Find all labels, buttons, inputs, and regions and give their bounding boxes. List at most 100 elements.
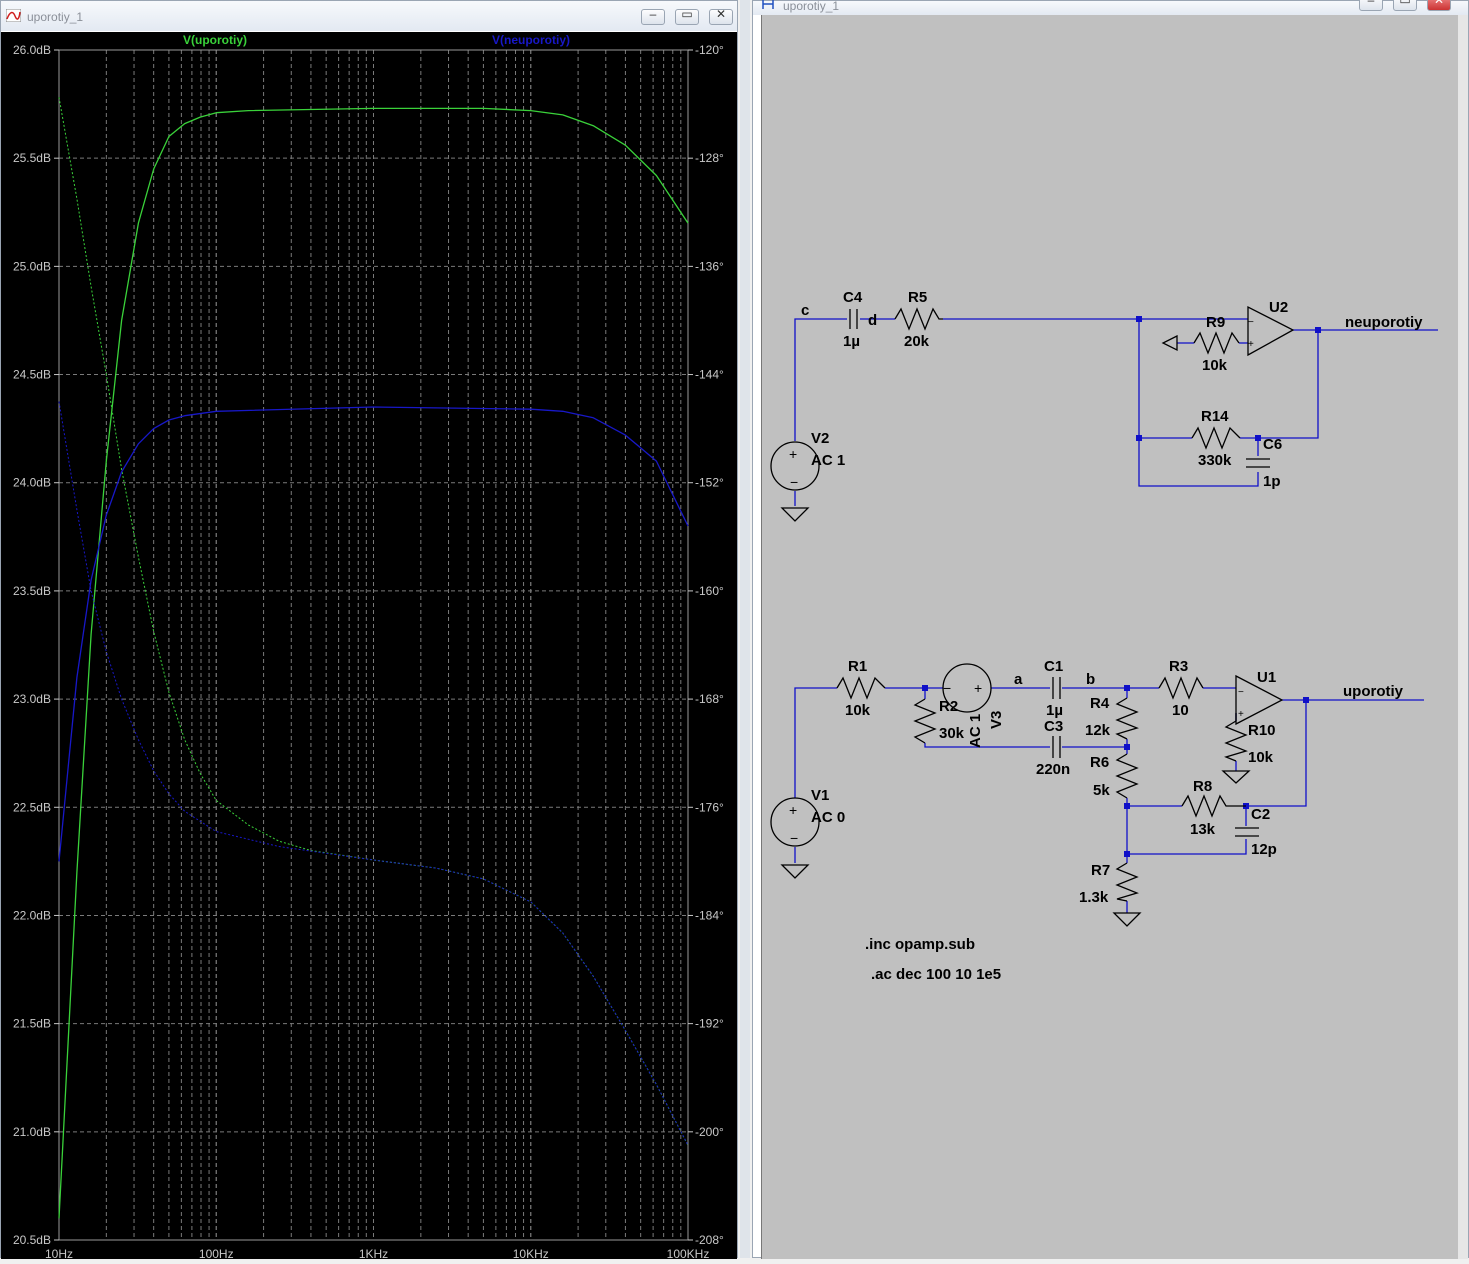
y-left-tick-label: 24.0dB [13,476,51,490]
y-right-tick-label: -192° [695,1017,724,1031]
x-tick-label: 100Hz [199,1247,234,1259]
y-right-tick-label: -160° [695,584,724,598]
maximize-icon: ▭ [681,7,693,21]
trace-magnitude-0[interactable] [58,107,689,1219]
v2-label: V2 [811,430,829,447]
u1-label: U1 [1257,669,1276,686]
v2-value: AC 1 [811,452,845,469]
r8-label: R8 [1193,778,1212,795]
svg-text:+: + [789,446,797,462]
c6-label: C6 [1263,436,1282,453]
svg-text:+: + [974,680,982,696]
spice-directive-ac[interactable]: .ac dec 100 10 1e5 [871,966,1001,983]
r1-value: 10k [845,702,871,719]
r7-value: 1.3k [1079,889,1109,906]
c1-value: 1µ [1046,702,1063,719]
r14-value: 330k [1198,452,1232,469]
x-tick-label: 10Hz [45,1247,73,1259]
legend-neuporotiy[interactable]: V(neuporotiy) [492,33,570,47]
node-c-label: c [801,302,809,319]
node-b-label: b [1086,671,1095,688]
svg-text:+: + [789,802,797,818]
schematic-window[interactable]: uporotiy_1 – ▭ ✕ [752,0,1469,1259]
y-right-tick-label: -176° [695,800,724,814]
close-icon: ✕ [715,7,727,21]
y-right-tick-label: -152° [695,476,724,490]
r4-label: R4 [1090,695,1110,712]
spice-directive-include[interactable]: .inc opamp.sub [865,936,975,953]
y-left-tick-label: 25.0dB [13,259,51,273]
schematic-maximize-button[interactable]: ▭ [1393,0,1417,11]
r10-value: 10k [1248,749,1274,766]
y-right-tick-label: -184° [695,908,724,922]
svg-text:−: − [1248,317,1254,328]
grid [58,49,689,1241]
r5-label: R5 [908,289,927,306]
svg-text:−: − [790,830,798,846]
neuporotiy-net-label: neuporotiy [1345,314,1423,331]
svg-text:−: − [943,680,951,696]
u2-label: U2 [1269,299,1288,316]
c2-value: 12p [1251,841,1277,858]
minimize-icon: – [649,7,657,21]
maximize-button[interactable]: ▭ [675,7,699,25]
c1-label: C1 [1044,658,1063,675]
r1-label: R1 [848,658,867,675]
x-tick-label: 1KHz [359,1247,388,1259]
traces [58,97,689,1219]
mdi-separator [740,0,750,1258]
bode-plot[interactable]: 26.0dB25.5dB25.0dB24.5dB24.0dB23.5dB23.0… [1,32,737,1261]
schematic-canvas[interactable]: + − + − − + − + − + c C4 1µ d R5 20k R9 10k U… [761,15,1459,1259]
v3-label: V3 [988,711,1005,729]
r10-label: R10 [1248,722,1276,739]
r9-value: 10k [1202,357,1228,374]
y-left-tick-label: 23.5dB [13,584,51,598]
trace-phase-0[interactable] [58,97,689,1146]
r8-value: 13k [1190,821,1216,838]
trace-phase-1[interactable] [58,401,689,1146]
r2-value: 30k [939,725,965,742]
r6-label: R6 [1090,754,1109,771]
component-labels: c C4 1µ d R5 20k R9 10k U2 neuporotiy R1… [801,289,1423,983]
svg-text:+: + [1238,709,1244,720]
minimize-button[interactable]: – [641,7,665,25]
schematic-scrollbar[interactable] [1458,15,1468,1259]
c4-value: 1µ [843,333,860,350]
schematic-drawing[interactable]: + − + − − + − + − + c C4 1µ d R5 20k R9 10k U… [762,15,1458,1259]
schematic-close-button[interactable]: ✕ [1427,0,1451,11]
x-tick-label: 10KHz [513,1247,549,1259]
uporotiy-net-label: uporotiy [1343,683,1404,700]
c2-label: C2 [1251,806,1270,823]
y-right-tick-label: -120° [695,43,724,57]
close-button[interactable]: ✕ [709,7,733,25]
r7-label: R7 [1091,862,1110,879]
y-left-tick-label: 22.5dB [13,800,51,814]
y-right-tick-label: -200° [695,1125,724,1139]
r9-label: R9 [1206,314,1225,331]
axes: 26.0dB25.5dB25.0dB24.5dB24.0dB23.5dB23.0… [13,43,724,1261]
c6-value: 1p [1263,473,1281,490]
y-left-tick-label: 22.0dB [13,908,51,922]
components [770,305,1295,927]
schematic-window-title: uporotiy_1 [783,0,840,13]
schematic-minimize-button[interactable]: – [1359,0,1383,11]
y-right-tick-label: -128° [695,151,724,165]
schematic-app-icon [762,0,774,9]
polarity-marks: + − + − − + − + − + [789,317,1254,846]
v1-value: AC 0 [811,809,845,826]
y-right-tick-label: -136° [695,259,724,273]
waveform-titlebar[interactable]: uporotiy_1 – ▭ ✕ [1,1,737,31]
y-right-tick-label: -208° [695,1233,724,1247]
svg-text:+: + [1248,339,1254,350]
junctions [922,316,1321,857]
c3-label: C3 [1044,718,1063,735]
svg-text:−: − [1238,687,1244,698]
trace-magnitude-1[interactable] [58,406,689,862]
legend-uporotiy[interactable]: V(uporotiy) [183,33,247,47]
c3-value: 220n [1036,761,1070,778]
schematic-titlebar[interactable]: uporotiy_1 – ▭ ✕ [753,0,1468,15]
v1-label: V1 [811,787,829,804]
svg-text:−: − [790,474,798,490]
